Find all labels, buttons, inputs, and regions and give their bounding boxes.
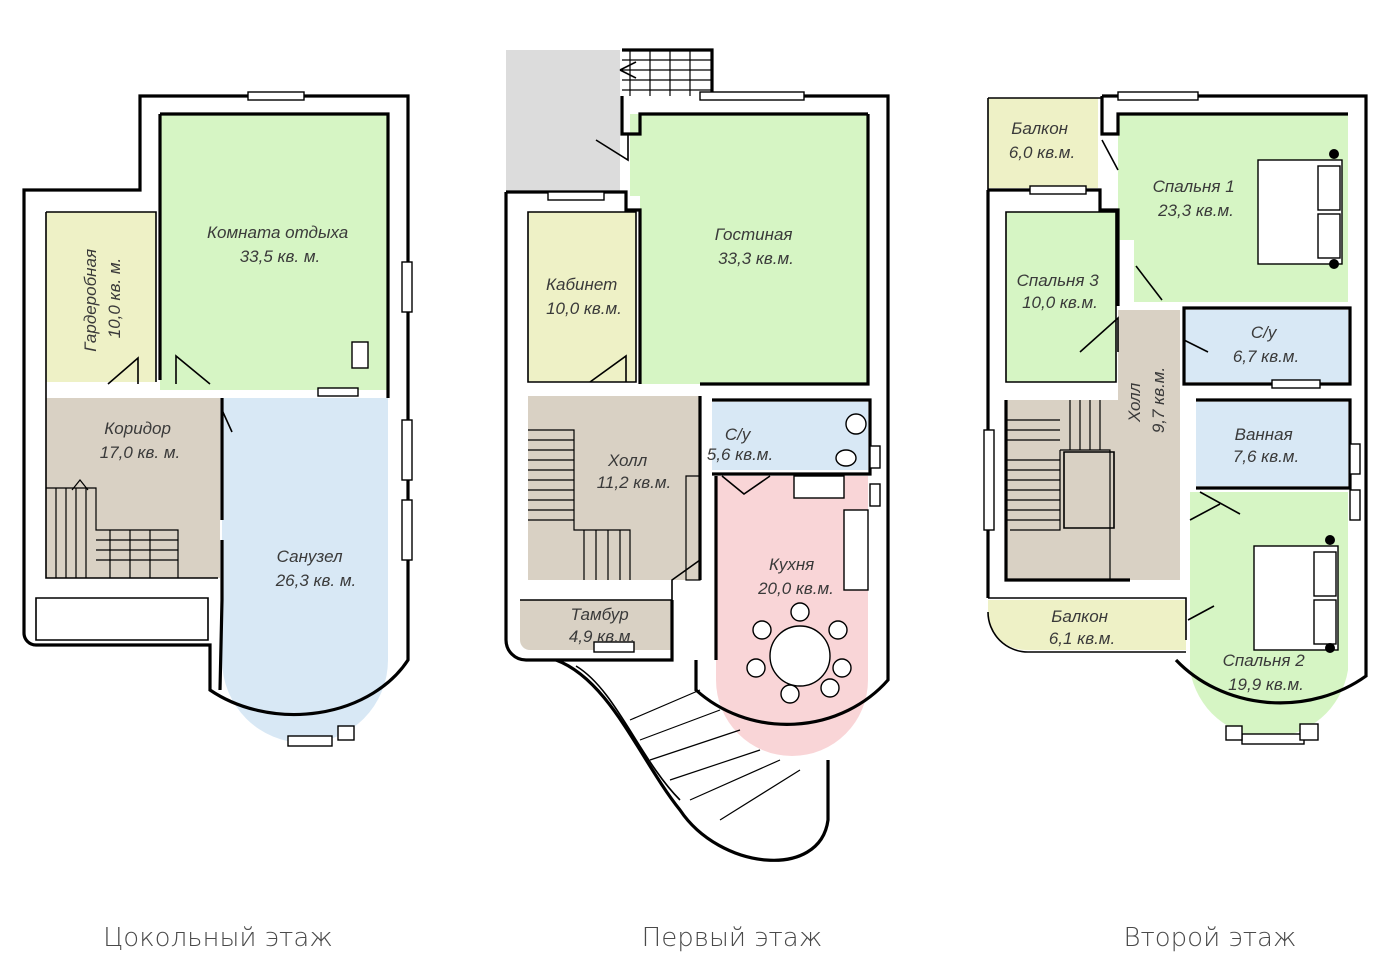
room-fill-holl2 [1006,310,1180,580]
room-label-holl2: Холл 9,7 кв.м. [1125,367,1168,433]
terrace-fill [506,50,620,192]
room-area-sanuzel: 26,3 кв. м. [275,571,357,590]
room-name-balkon1: Балкон [1011,119,1068,138]
room-label-su1: С/у 5,6 кв.м. [707,425,773,464]
room-area-balkon1: 6,0 кв.м. [1009,143,1075,162]
room-name-balkon2: Балкон [1051,607,1108,626]
room-name-koridor: Коридор [104,419,171,438]
room-name-su2: С/у [1251,323,1278,342]
room-label-tambur: Тамбур 4,9 кв.м. [569,605,635,646]
room-name-spalnya2: Спальня 2 [1223,651,1306,670]
room-fill-balkon2 [988,600,1186,650]
room-fill-su2 [1184,310,1348,382]
room-fill-gostinaya [630,114,868,384]
room-fill-tambur [520,600,672,650]
room-fill-balkon1 [988,98,1098,188]
caption-second-floor: Второй этаж [1123,923,1296,953]
room-name-komnata: Комната отдыха [207,223,348,242]
second-floor-plan: Балкон 6,0 кв.м. Спальня 1 23,3 кв.м. Сп… [983,91,1368,745]
room-area-garderob: 10,0 кв. м. [105,258,124,339]
caption-basement: Цокольный этаж [103,923,333,953]
room-name-holl1: Холл [607,451,648,470]
room-label-vannaya: Ванная 7,6 кв.м. [1233,425,1299,466]
room-name-garderob: Гардеробная [81,249,100,352]
room-area-koridor: 17,0 кв. м. [100,443,181,462]
room-area-spalnya3: 10,0 кв.м. [1022,293,1098,312]
room-fill-garderob [46,212,156,382]
room-name-holl2: Холл [1125,382,1144,423]
first-floor-plan: Кабинет 10,0 кв.м. Гостиная 33,3 кв.м. Х… [504,48,890,862]
room-name-vannaya: Ванная [1235,425,1293,444]
room-label-balkon1: Балкон 6,0 кв.м. [1009,119,1075,162]
room-name-gostinaya: Гостиная [715,225,793,244]
room-name-spalnya1: Спальня 1 [1153,177,1235,196]
room-label-garderob: Гардеробная 10,0 кв. м. [81,244,124,352]
room-label-su2: С/у 6,7 кв.м. [1233,323,1299,366]
room-name-kuhnya: Кухня [769,555,814,574]
room-label-spalnya3: Спальня 3 10,0 кв.м. [1017,271,1104,312]
room-area-spalnya2: 19,9 кв.м. [1228,675,1304,694]
room-label-kuhnya: Кухня 20,0 кв.м. [757,555,834,598]
room-area-vannaya: 7,6 кв.м. [1233,447,1299,466]
room-label-spalnya1: Спальня 1 23,3 кв.м. [1153,177,1240,220]
basement-inner-wall [160,112,390,398]
room-fill-sanuzel [222,398,388,743]
room-label-kabinet: Кабинет 10,0 кв.м. [546,275,622,318]
room-label-koridor: Коридор 17,0 кв. м. [100,419,181,462]
room-area-gostinaya: 33,3 кв.м. [718,249,794,268]
caption-first-floor: Первый этаж [642,923,823,953]
room-fill-spalnya3 [1006,212,1116,382]
room-area-komnata: 33,5 кв. м. [240,247,321,266]
room-fill-komnata [160,114,388,390]
room-area-kuhnya: 20,0 кв.м. [757,579,834,598]
room-name-tambur: Тамбур [571,605,629,624]
basement-outer-wall [22,94,410,717]
room-fill-kabinet [528,212,636,382]
room-label-holl1: Холл 11,2 кв.м. [597,451,672,492]
room-area-tambur: 4,9 кв.м. [569,627,635,646]
room-area-su1: 5,6 кв.м. [707,445,773,464]
room-label-sanuzel: Санузел 26,3 кв. м. [275,547,357,590]
room-fill-vannaya [1196,402,1348,486]
room-label-balkon2: Балкон 6,1 кв.м. [1049,607,1115,648]
basement-floor-plan: Гардеробная 10,0 кв. м. Комната отдыха 3… [22,91,413,747]
room-label-gostinaya: Гостиная 33,3 кв.м. [715,225,798,268]
room-name-su1: С/у [725,425,752,444]
room-name-spalnya3: Спальня 3 [1017,271,1100,290]
room-label-spalnya2: Спальня 2 19,9 кв.м. [1223,651,1310,694]
room-area-spalnya1: 23,3 кв.м. [1157,201,1234,220]
room-label-komnata: Комната отдыха 33,5 кв. м. [207,223,353,266]
room-area-kabinet: 10,0 кв.м. [546,299,622,318]
room-name-sanuzel: Санузел [277,547,343,566]
room-fill-su1 [712,402,868,470]
room-fill-holl1 [528,396,700,580]
room-area-su2: 6,7 кв.м. [1233,347,1299,366]
room-area-holl1: 11,2 кв.м. [597,473,672,492]
room-name-kabinet: Кабинет [546,275,617,294]
room-area-balkon2: 6,1 кв.м. [1049,629,1115,648]
room-area-holl2: 9,7 кв.м. [1149,367,1168,433]
